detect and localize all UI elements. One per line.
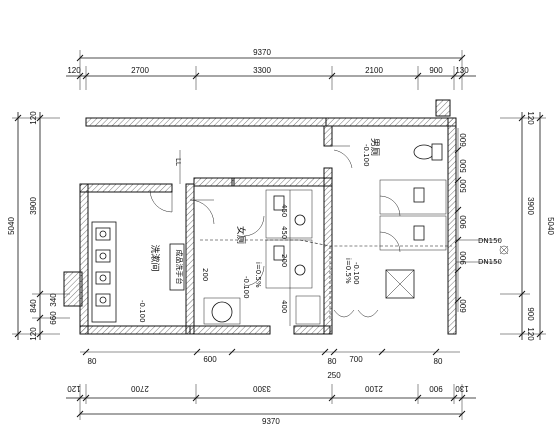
inner-bottom-3: 80 [328, 357, 337, 366]
vdim-3: 450 [280, 226, 288, 239]
inner-bottom-5: 700 [349, 355, 363, 364]
right-inner-dim-3: 900 [459, 215, 468, 229]
left-dim-1: 120 [29, 111, 38, 125]
vdim-4: 400 [280, 300, 288, 313]
dn150-a: DN150 [478, 237, 502, 245]
left-dim-4: 120 [29, 327, 38, 341]
right-dim-1: 120 [526, 111, 535, 125]
left-dim-3: 840 [29, 299, 38, 313]
wash-counter-box [169, 243, 185, 291]
right-total-dim: 5040 [546, 217, 555, 235]
inner-bottom-1: 80 [88, 357, 97, 366]
male-level-2: -0.100 [352, 262, 360, 285]
right-inner-dim-4: 900 [459, 251, 468, 265]
right-inner-dim-1: 600 [459, 133, 468, 147]
top-dim-4: 2100 [365, 66, 383, 75]
pipe-markers [456, 239, 509, 263]
left-inner-dim-1: 660 [49, 311, 58, 325]
inner-bottom-6: 80 [434, 357, 443, 366]
right-inner-dim-6: 600 [459, 299, 468, 313]
female-toilet-label: 女厕 [235, 226, 247, 244]
bottom-dim-5: 900 [429, 384, 443, 393]
bottom-dim-3: 3300 [253, 384, 271, 393]
male-toilet-label: 男厕 [369, 138, 380, 156]
bottom-dim-6: 130 [455, 384, 469, 393]
top-total-dim: 9370 [253, 48, 271, 57]
bottom-dim-2: 2700 [131, 384, 149, 393]
bottom-dim-4: 2100 [365, 384, 383, 393]
right-dimension-lines [500, 112, 546, 340]
male-slope: i=0.5% [344, 258, 352, 284]
male-room-fixtures [332, 143, 447, 318]
inner-bottom-4: 250 [327, 371, 341, 380]
bottom-dimension-lines [66, 384, 476, 420]
vdim-5: 200 [280, 254, 288, 267]
inner-bottom-dims [80, 348, 460, 356]
right-inner-dim-2: 500 [459, 159, 468, 173]
female-level: -0.100 [242, 276, 250, 299]
dn150-b: DN150 [478, 258, 502, 266]
building-walls [63, 99, 457, 335]
wash-level: -0.100 [138, 300, 146, 323]
male-level: -0.100 [362, 144, 370, 167]
left-dim-2: 3900 [29, 197, 38, 215]
female-stalls [203, 189, 321, 325]
bottom-dim-1: 120 [67, 384, 81, 393]
left-dimension-lines [12, 112, 70, 340]
top-dim-6: 130 [455, 66, 469, 75]
right-dim-2: 3900 [526, 197, 535, 215]
right-inner-dim-5: 500 [459, 179, 468, 193]
washroom-label: 洗漱间 [149, 244, 161, 271]
vdim-2: 200 [201, 268, 209, 281]
top-dimension-lines [66, 50, 476, 90]
inner-bottom-2: 600 [203, 355, 217, 364]
top-dim-5: 900 [429, 66, 443, 75]
top-dim-1: 120 [67, 66, 81, 75]
left-total-dim: 5040 [7, 217, 16, 235]
bottom-total-dim: 9370 [262, 417, 280, 426]
washroom-doors [149, 189, 215, 225]
washroom-sinks [91, 221, 117, 323]
vdim-1: 450 [280, 204, 288, 217]
sink-label: 成品洗手台 [175, 250, 184, 285]
pipe-runs [200, 239, 452, 320]
ll-tag: LL [174, 158, 182, 166]
female-slope: i=0.5% [254, 262, 262, 288]
right-dim-3: 900 [526, 307, 535, 321]
top-dim-3: 3300 [253, 66, 271, 75]
right-dim-4: 120 [526, 327, 535, 341]
top-dim-2: 2700 [131, 66, 149, 75]
left-inner-dim-2: 340 [49, 293, 58, 307]
